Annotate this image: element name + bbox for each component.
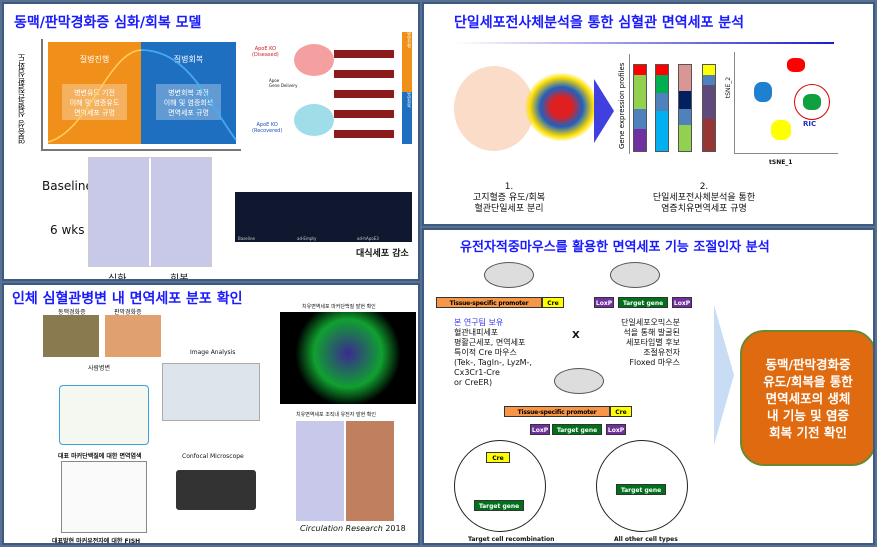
autopsy-photo xyxy=(43,315,99,357)
cluster-blue xyxy=(754,82,772,102)
panel-title: 유전자적중마우스를 활용한 면역세포 기능 조절인자 분석 xyxy=(460,240,770,255)
image-analysis-screenshot xyxy=(162,363,260,421)
mouse-recovered xyxy=(294,104,334,136)
fluorescence-images: Baseline ad-Empty ad-hApoE3 xyxy=(235,192,412,242)
y-axis xyxy=(41,39,43,151)
valve-photo xyxy=(105,315,161,357)
confocal-microscope xyxy=(176,470,256,510)
cross-symbol: X xyxy=(572,330,580,341)
x-axis xyxy=(41,149,241,151)
artery-series xyxy=(334,44,394,144)
bar-axis xyxy=(629,54,630,154)
profile-bar xyxy=(633,64,647,152)
y-axis-label: 염증성 심혈관질환심화도 xyxy=(17,53,26,144)
histology-grid xyxy=(88,157,212,267)
panel-model: 동맥/판막경화증 심화/회복 모델 염증성 심혈관질환심화도 질병진행 병변유도… xyxy=(2,2,420,281)
cluster-red xyxy=(787,58,805,72)
profile-bar xyxy=(655,64,669,152)
disease-curve xyxy=(48,49,237,143)
cluster-yellow xyxy=(771,120,791,140)
ish-images xyxy=(296,421,394,521)
circle-target-cell xyxy=(454,440,546,532)
cell-cluster xyxy=(524,72,599,142)
panel-human: 인체 심혈관병변 내 면역세포 분포 확인 동맥경화증 판막경화증 사람병변 대… xyxy=(2,283,420,545)
panel-title: 인체 심혈관병변 내 면역세포 분포 확인 xyxy=(12,291,243,307)
ric-circle xyxy=(794,84,830,120)
panel-mouse: 유전자적중마우스를 활용한 면역세포 기능 조절인자 분석 Tissue-spe… xyxy=(422,228,875,545)
profile-bar xyxy=(678,64,692,152)
arrow-icon xyxy=(714,305,734,445)
mouse-flox xyxy=(610,262,660,288)
ihc-workflow xyxy=(59,385,149,445)
vessel-illustration xyxy=(454,66,534,151)
panel-scrna: 단일세포전사체분석을 통한 심혈관 면역세포 분석 Gene expressio… xyxy=(422,2,875,226)
mouse-diseased xyxy=(294,44,334,76)
title-underline xyxy=(456,42,834,44)
tsne-axes xyxy=(734,52,838,154)
fish-diagram xyxy=(61,461,147,533)
mouse-cre xyxy=(484,262,534,288)
expression-y-label: Gene expression profiles xyxy=(618,62,626,149)
panel-title: 동맥/판막경화증 심화/회복 모델 xyxy=(14,15,202,31)
profile-bar xyxy=(702,64,716,152)
side-arrow-progress: 병변진행 xyxy=(402,32,412,92)
mouse-offspring xyxy=(554,368,604,394)
circle-other-cells xyxy=(596,440,688,532)
side-arrow-recovery: 병변회복 xyxy=(402,92,412,144)
panel-title: 단일세포전사체분석을 통한 심혈관 면역세포 분석 xyxy=(454,15,744,31)
arrow-icon xyxy=(594,79,614,143)
immunofluorescence-image xyxy=(280,312,416,404)
